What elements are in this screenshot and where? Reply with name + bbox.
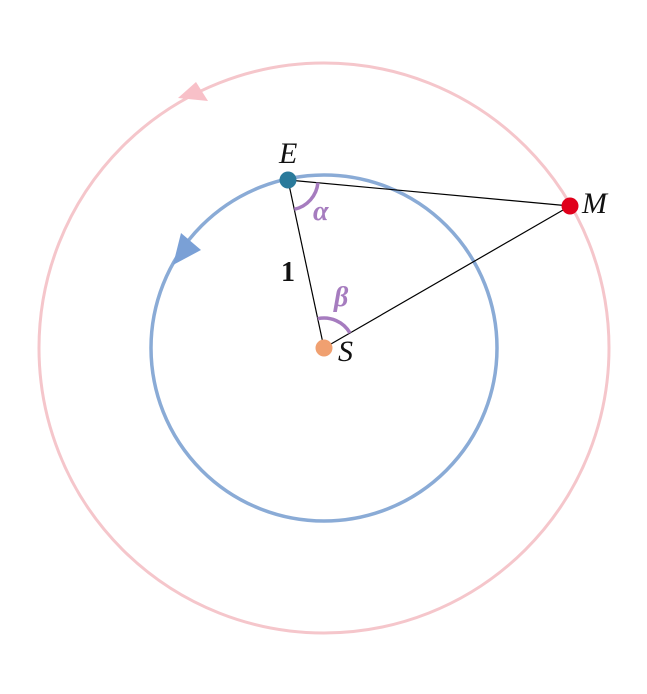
outer-orbit-direction-arrow: [178, 82, 208, 101]
line-earth-mars: [287, 179, 571, 207]
angle-alpha-arc: [293, 182, 320, 212]
radius-length-label: 1: [281, 257, 295, 288]
beta-label: β: [333, 282, 349, 313]
sun-label: S: [338, 335, 353, 368]
earth-label: E: [278, 137, 297, 170]
line-sun-mars: [323, 205, 571, 349]
sun-point: [315, 339, 333, 357]
mars-label: M: [581, 187, 609, 220]
angle-beta-arc: [317, 316, 352, 334]
outer-orbit: [37, 61, 611, 635]
inner-orbit: [149, 173, 499, 523]
alpha-label: α: [313, 196, 329, 227]
mars-point: [561, 197, 579, 215]
inner-orbit-direction-arrow: [173, 233, 201, 265]
earth-point: [279, 171, 297, 189]
